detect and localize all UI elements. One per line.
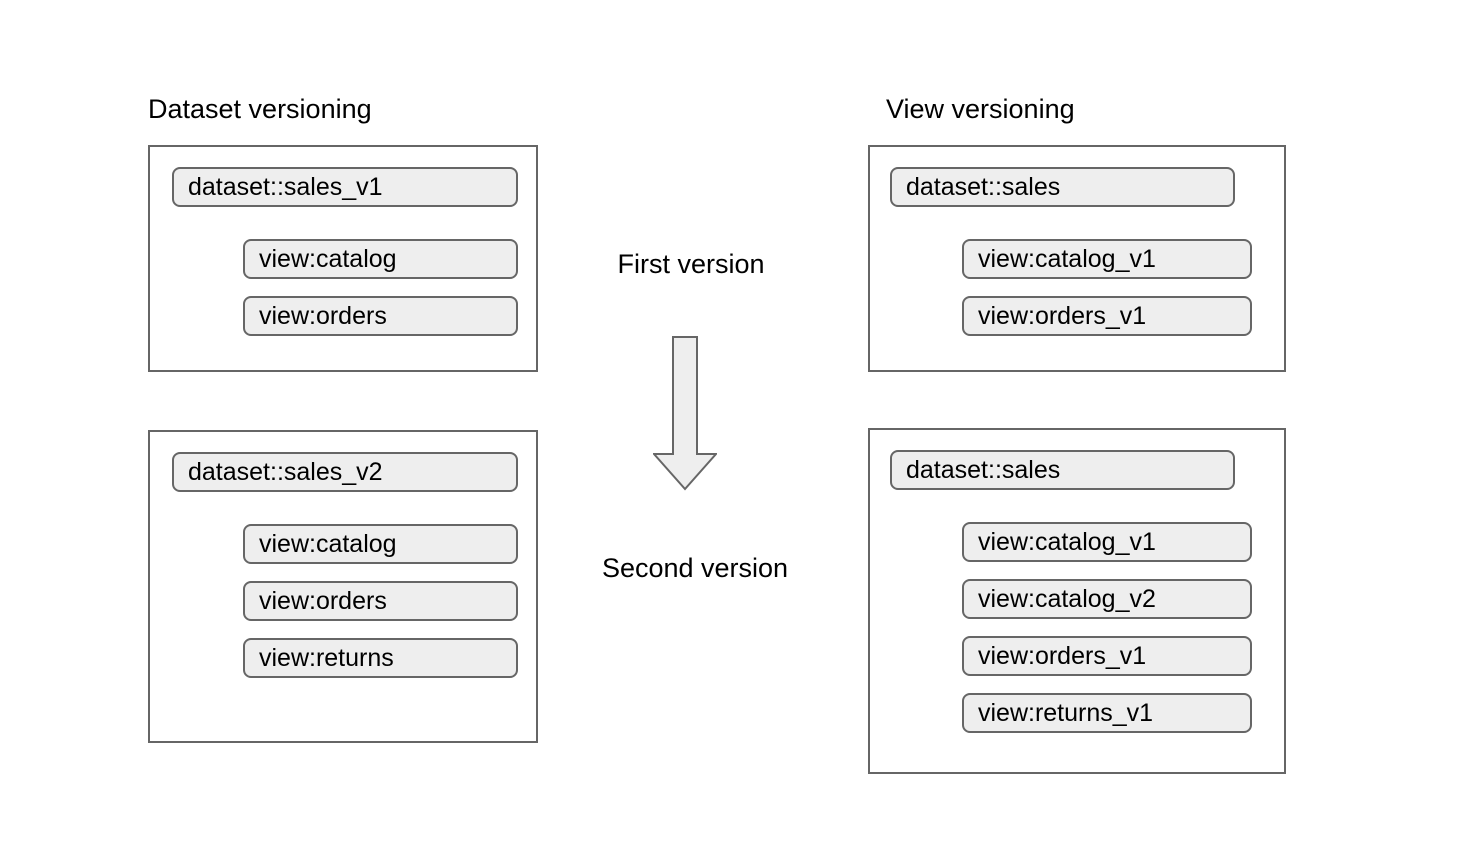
node-dataset-sales[interactable]: dataset::sales: [890, 167, 1235, 207]
panel-dataset-versioning-first: dataset::sales_v1 view:catalog view:orde…: [148, 145, 538, 372]
node-view-catalog-v2[interactable]: view:catalog_v2: [962, 579, 1252, 619]
node-view-orders[interactable]: view:orders: [243, 296, 518, 336]
node-view-catalog[interactable]: view:catalog: [243, 524, 518, 564]
column-heading-view-versioning: View versioning: [886, 94, 1075, 124]
node-view-catalog-v1[interactable]: view:catalog_v1: [962, 239, 1252, 279]
node-view-returns-v1[interactable]: view:returns_v1: [962, 693, 1252, 733]
node-dataset-sales-v2[interactable]: dataset::sales_v2: [172, 452, 518, 492]
panel-view-versioning-first: dataset::sales view:catalog_v1 view:orde…: [868, 145, 1286, 372]
panel-dataset-versioning-second: dataset::sales_v2 view:catalog view:orde…: [148, 430, 538, 743]
node-view-orders-v1[interactable]: view:orders_v1: [962, 636, 1252, 676]
column-heading-dataset-versioning: Dataset versioning: [148, 94, 372, 124]
node-view-orders-v1[interactable]: view:orders_v1: [962, 296, 1252, 336]
node-dataset-sales[interactable]: dataset::sales: [890, 450, 1235, 490]
label-first-version: First version: [617, 249, 765, 279]
node-view-catalog-v1[interactable]: view:catalog_v1: [962, 522, 1252, 562]
panel-view-versioning-second: dataset::sales view:catalog_v1 view:cata…: [868, 428, 1286, 774]
node-dataset-sales-v1[interactable]: dataset::sales_v1: [172, 167, 518, 207]
down-arrow-icon: [653, 336, 717, 491]
node-view-catalog[interactable]: view:catalog: [243, 239, 518, 279]
node-view-orders[interactable]: view:orders: [243, 581, 518, 621]
node-view-returns[interactable]: view:returns: [243, 638, 518, 678]
label-second-version: Second version: [601, 553, 789, 583]
